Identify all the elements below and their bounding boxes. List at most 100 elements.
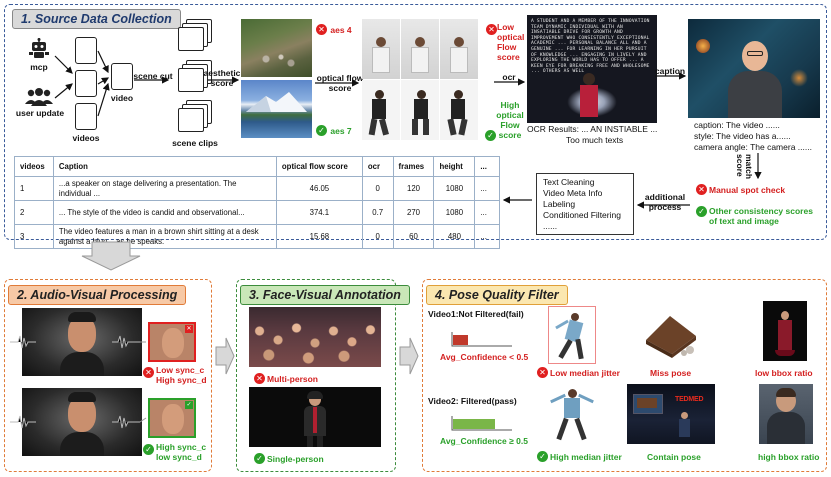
miss-pose-label: Miss pose xyxy=(650,368,692,378)
high-flow-frame xyxy=(362,80,400,140)
robot-icon xyxy=(29,38,49,65)
video-card xyxy=(75,70,97,97)
table-header: ... xyxy=(474,156,500,177)
low-flow-frame xyxy=(440,19,478,79)
high-bbox-photo xyxy=(759,384,813,444)
check-circle-icon: ✓ xyxy=(696,206,707,217)
data-table: videos Caption optical flow score ocr fr… xyxy=(14,156,500,249)
process-item: ...... xyxy=(543,221,558,231)
users-icon xyxy=(25,88,53,111)
table-cell: 3 xyxy=(14,224,54,249)
confidence-bar xyxy=(453,419,495,429)
video2-label: Video2: Filtered(pass) xyxy=(428,396,517,406)
miss-pose-photo xyxy=(640,310,702,358)
table-cell: ... xyxy=(474,200,500,225)
clip-stack xyxy=(178,68,204,92)
multi-person-label: Multi-person xyxy=(267,374,318,384)
single-person-photo xyxy=(249,387,381,447)
av-mouth-crop-high: ✓ xyxy=(148,398,196,438)
low-bbox-photo xyxy=(763,301,807,361)
table-cell: 60 xyxy=(392,224,435,249)
table-header: videos xyxy=(14,156,54,177)
aes-high-photo xyxy=(241,80,312,138)
process-item: Text Cleaning xyxy=(543,177,595,187)
x-circle-icon: ✕ xyxy=(486,24,497,35)
confidence-axis xyxy=(451,416,512,431)
check-circle-icon: ✓ xyxy=(143,444,154,455)
tedmed-text: TEDMED xyxy=(675,396,704,403)
table-row: 2 ... The style of the video is candid a… xyxy=(14,200,500,225)
aes-high-label: aes 7 xyxy=(330,126,352,136)
video1-label: Video1:Not Filtered(fail) xyxy=(428,309,524,319)
table-cell: ... The style of the video is candid and… xyxy=(52,200,277,225)
confidence-bar-fail xyxy=(451,332,512,347)
single-video-card xyxy=(111,63,133,90)
table-cell: 0.7 xyxy=(361,200,394,225)
table-cell: 374.1 xyxy=(275,200,363,225)
av-face-frame-high xyxy=(22,388,142,456)
video-card xyxy=(75,103,97,130)
x-circle-icon: ✕ xyxy=(254,373,265,384)
low-flow-frame xyxy=(362,19,400,79)
panel-pose-quality-filter xyxy=(422,279,827,472)
confidence-high-label: Avg_Confidence ≥ 0.5 xyxy=(440,436,528,446)
high-jitter-photo xyxy=(548,385,596,445)
table-cell: 480 xyxy=(433,224,476,249)
table-header: height xyxy=(433,156,476,177)
clip-stack xyxy=(178,27,204,51)
ocr-frame: A STUDENT AND A MEMBER OF THE INNOVATION… xyxy=(527,15,657,123)
confidence-bar-pass xyxy=(451,416,512,431)
videos-label: videos xyxy=(72,133,100,143)
confidence-bar xyxy=(453,335,468,345)
panel-2-title: 2. Audio-Visual Processing xyxy=(8,285,187,305)
caption-label: caption xyxy=(654,66,686,76)
x-circle-icon: ✕ xyxy=(143,367,154,378)
ocr-result-text: OCR Results: ... AN INSTIABLE ... xyxy=(527,124,658,134)
source-user-update-label: user update xyxy=(15,108,65,118)
table-cell: The video features a man in a brown shir… xyxy=(52,224,277,249)
table-cell: 15.68 xyxy=(275,224,363,249)
clip-stack xyxy=(178,108,204,132)
video-label: video xyxy=(110,93,134,103)
panel-face-visual-annotation xyxy=(236,279,396,472)
x-circle-icon: ✕ xyxy=(316,24,327,35)
ocr-overlay-text: A STUDENT AND A MEMBER OF THE INNOVATION… xyxy=(531,19,650,75)
caption-line: camera angle: The camera ...... xyxy=(694,142,812,152)
multi-person-photo xyxy=(249,307,381,367)
table-cell: ... xyxy=(474,224,500,249)
caption-line: style: The video has a...... xyxy=(694,131,791,141)
table-row: 3 The video features a man in a brown sh… xyxy=(14,224,500,249)
high-jitter-label: High median jitter xyxy=(550,452,622,462)
av-mouth-crop-low: ✕ xyxy=(148,322,196,362)
confidence-axis xyxy=(451,332,512,347)
manual-check-label: Manual spot check xyxy=(709,185,786,195)
process-item: Conditioned Filtering xyxy=(543,210,621,220)
panel-audio-visual-processing xyxy=(4,279,212,472)
low-bbox-label: low bbox ratio xyxy=(755,368,813,378)
aes-low-photo xyxy=(241,19,312,77)
check-circle-icon: ✓ xyxy=(537,451,548,462)
ocr-label: ocr xyxy=(502,72,516,82)
scene-cut-label: scene cut xyxy=(133,71,173,81)
x-circle-icon: ✕ xyxy=(537,367,548,378)
panel-1-title: 1. Source Data Collection xyxy=(12,9,181,29)
contain-pose-photo: TEDMED xyxy=(627,384,715,444)
av-face-frame-low xyxy=(22,308,142,376)
table-cell: 0 xyxy=(361,224,394,249)
table-cell: ... xyxy=(474,176,500,201)
source-mcp-label: mcp xyxy=(30,62,48,72)
panel-4-title: 4. Pose Quality Filter xyxy=(426,285,568,305)
x-circle-icon: ✕ xyxy=(696,184,707,195)
check-circle-icon: ✓ xyxy=(485,130,496,141)
high-flow-frame xyxy=(401,80,439,140)
table-header: frames xyxy=(392,156,435,177)
